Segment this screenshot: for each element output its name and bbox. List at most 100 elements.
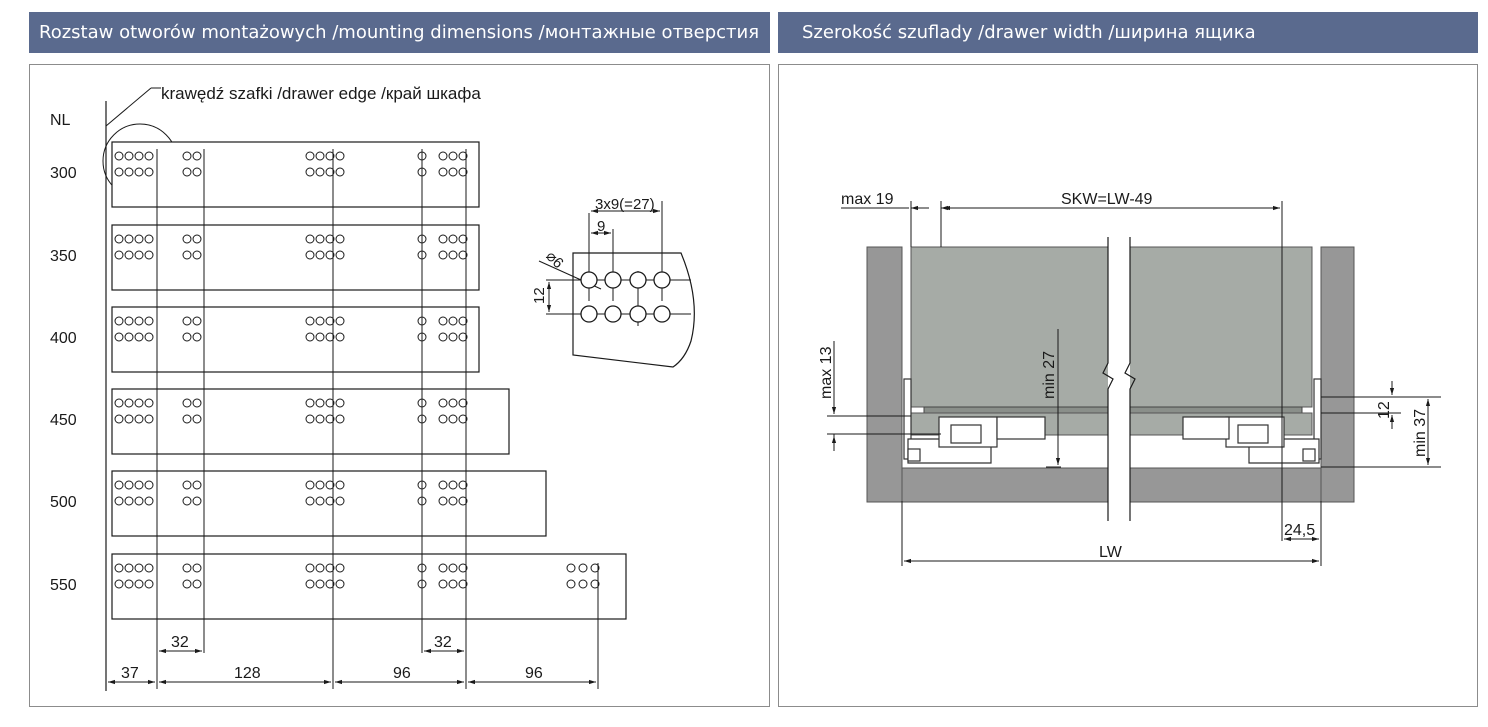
mounting-hole (315, 316, 325, 326)
mounting-hole (448, 250, 458, 260)
mounting-hole (114, 563, 124, 573)
drawer-width-drawing: max 19 SKW=LW-49 max 13 min 27 12 min 37… (818, 191, 1441, 566)
mounting-hole (192, 414, 202, 424)
dim-24-5: 24,5 (1284, 522, 1315, 539)
mounting-hole (438, 316, 448, 326)
mounting-hole (438, 398, 448, 408)
mounting-hole (114, 250, 124, 260)
dim-min-37: min 37 (1412, 409, 1429, 457)
mounting-hole (144, 563, 154, 573)
mounting-hole (325, 414, 335, 424)
mounting-hole (335, 332, 345, 342)
mounting-hole (124, 167, 134, 177)
dim-lw: LW (1099, 544, 1123, 561)
mounting-hole (124, 579, 134, 589)
mounting-hole (458, 234, 468, 244)
mounting-hole (134, 414, 144, 424)
mounting-hole (315, 167, 325, 177)
mounting-hole (305, 496, 315, 506)
row-label-nl: 500 (50, 494, 77, 511)
mounting-hole (134, 563, 144, 573)
mounting-hole (458, 167, 468, 177)
mounting-hole (458, 398, 468, 408)
mounting-hole (182, 496, 192, 506)
mounting-hole (335, 480, 345, 490)
hole-axis-lines (156, 149, 599, 689)
detail-pitch-label: 9 (597, 218, 605, 235)
mounting-hole (325, 167, 335, 177)
mounting-hole (448, 414, 458, 424)
mounting-hole (144, 250, 154, 260)
mounting-hole (192, 250, 202, 260)
mounting-hole (448, 563, 458, 573)
mounting-hole (134, 250, 144, 260)
mounting-hole (335, 250, 345, 260)
mounting-hole (305, 151, 315, 161)
left-panel-title: Rozstaw otworów montażowych /mounting di… (39, 22, 760, 43)
mounting-hole (182, 579, 192, 589)
dim-96-a: 96 (393, 665, 411, 682)
mounting-hole (438, 167, 448, 177)
mounting-hole (325, 151, 335, 161)
mounting-hole (134, 332, 144, 342)
mounting-hole (192, 579, 202, 589)
mounting-hole (458, 480, 468, 490)
mounting-hole (438, 234, 448, 244)
mounting-hole (114, 316, 124, 326)
svg-text:32: 32 (434, 634, 452, 651)
rail-group (111, 141, 627, 620)
mounting-hole (124, 563, 134, 573)
mounting-hole (305, 167, 315, 177)
mounting-hole (438, 480, 448, 490)
mounting-hole (144, 151, 154, 161)
mounting-hole (182, 332, 192, 342)
mounting-hole (448, 332, 458, 342)
mounting-hole (134, 398, 144, 408)
mounting-hole (305, 414, 315, 424)
svg-text:32: 32 (171, 634, 189, 651)
dim-skw: SKW=LW-49 (1061, 191, 1153, 208)
mounting-hole (114, 579, 124, 589)
mounting-hole (124, 234, 134, 244)
mounting-hole (124, 151, 134, 161)
mounting-hole (134, 496, 144, 506)
mounting-hole (134, 579, 144, 589)
mounting-hole (134, 151, 144, 161)
mounting-hole (458, 151, 468, 161)
mounting-hole (182, 398, 192, 408)
dim-32-left: 32 (159, 634, 202, 654)
mounting-hole (325, 234, 335, 244)
mounting-hole (305, 398, 315, 408)
drawer-width-panel: max 19 SKW=LW-49 max 13 min 27 12 min 37… (778, 64, 1478, 707)
mounting-hole (134, 316, 144, 326)
mounting-hole (182, 414, 192, 424)
row-label-nl: 450 (50, 412, 77, 429)
mounting-hole (315, 250, 325, 260)
mounting-hole (325, 480, 335, 490)
left-panel-header: Rozstaw otworów montażowych /mounting di… (29, 12, 770, 53)
dim-32-right: 32 (424, 634, 464, 654)
mounting-hole (458, 316, 468, 326)
mounting-hole (325, 398, 335, 408)
mounting-hole (448, 151, 458, 161)
mounting-hole (325, 496, 335, 506)
row-label-nl: 350 (50, 248, 77, 265)
mounting-hole (448, 316, 458, 326)
mounting-hole (438, 563, 448, 573)
mounting-hole (134, 480, 144, 490)
mounting-hole (315, 234, 325, 244)
mounting-hole (124, 496, 134, 506)
mounting-hole (458, 250, 468, 260)
mounting-hole (325, 250, 335, 260)
mounting-hole (438, 250, 448, 260)
section-break-gap (1108, 237, 1130, 521)
mounting-hole (315, 414, 325, 424)
mounting-hole (182, 250, 192, 260)
mounting-hole (182, 480, 192, 490)
mounting-hole (448, 480, 458, 490)
edge-leader-line (105, 87, 152, 127)
dim-12: 12 (1376, 401, 1393, 419)
mounting-hole (335, 151, 345, 161)
rail-outline (111, 306, 480, 373)
mounting-hole (192, 316, 202, 326)
